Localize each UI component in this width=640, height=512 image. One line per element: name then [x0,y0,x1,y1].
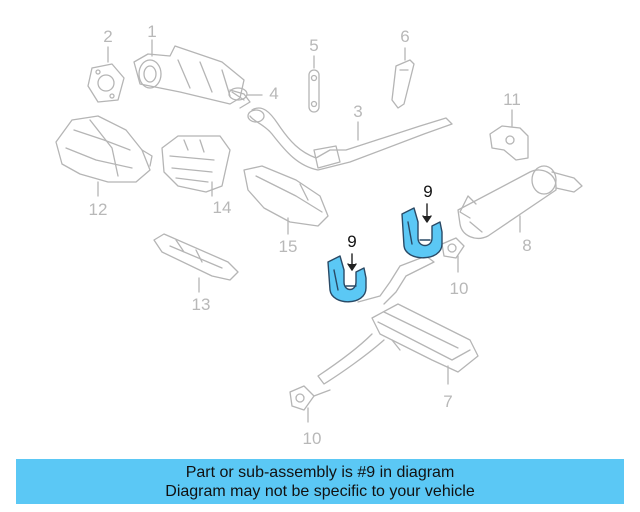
callout-13: 13 [191,295,211,314]
info-banner: Part or sub-assembly is #9 in diagram Di… [16,459,624,504]
callout-1: 1 [147,22,157,41]
part-13-bracket [153,233,239,293]
part-4-clamp [228,87,263,101]
exploded-parts-diagram: 1 2 3 4 5 6 7 8 9 9 10 10 11 12 13 14 15 [55,22,583,448]
callout-7: 7 [443,392,453,411]
part-9-hanger-upper [401,203,443,259]
part-1-catalytic-converter [133,39,251,109]
callout-3: 3 [353,102,363,121]
part-11-mount [489,109,529,161]
part-10-clamp-lower [289,385,331,423]
banner-line-2: Diagram may not be specific to your vehi… [165,482,475,500]
callout-10-upper: 10 [449,279,469,298]
callout-6: 6 [400,27,410,46]
part-3-front-pipe [247,107,453,171]
callout-9-upper: 9 [423,182,433,201]
part-5-hanger [308,55,320,113]
part-14-shield [161,135,231,197]
callout-12: 12 [88,200,108,219]
callout-9-lower: 9 [347,232,357,251]
callout-4: 4 [269,84,279,103]
part-12-heat-shield [55,115,153,197]
callout-15: 15 [278,237,298,256]
part-6-bracket [391,47,415,109]
banner-line-1: Part or sub-assembly is #9 in diagram [185,463,455,481]
part-2-gasket [87,46,125,103]
callout-8: 8 [522,236,532,255]
callout-5: 5 [309,36,319,55]
callout-2: 2 [103,27,113,46]
part-10-clamp-upper [441,237,465,273]
callout-10-lower: 10 [302,429,322,448]
parts-drawing [55,39,583,423]
part-8-muffler [457,165,583,239]
part-15-shield [243,165,329,235]
callout-14: 14 [212,198,232,217]
part-9-hanger-lower [327,253,367,303]
callout-11: 11 [503,90,521,109]
